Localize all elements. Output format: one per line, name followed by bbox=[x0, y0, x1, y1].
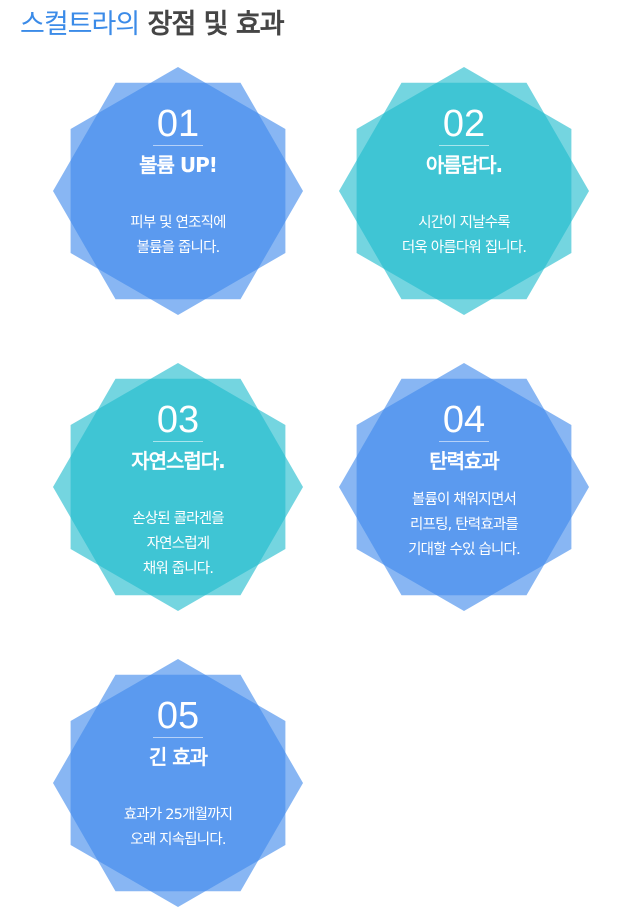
description-line: 기대할 수있 습니다. bbox=[408, 542, 521, 558]
divider bbox=[153, 441, 203, 442]
hexagon-star-shape bbox=[53, 659, 303, 907]
card-number: 03 bbox=[156, 399, 200, 441]
description-line: 볼륨을 줍니다. bbox=[136, 240, 221, 256]
description-line: 피부 및 연조직에 bbox=[130, 215, 226, 231]
card-title: 아름답다. bbox=[425, 153, 503, 177]
hexagon-flat bbox=[339, 378, 589, 596]
hexagon-star-shape bbox=[53, 67, 303, 315]
divider bbox=[153, 737, 203, 738]
hexagon-star-shape bbox=[339, 363, 589, 611]
hexagon-flat bbox=[53, 378, 303, 596]
hexagon-flat bbox=[53, 82, 303, 300]
card-number: 04 bbox=[442, 399, 486, 441]
description-line: 자연스럽게 bbox=[146, 536, 211, 552]
description-line: 볼륨이 채워지면서 bbox=[411, 492, 517, 508]
divider bbox=[439, 145, 489, 146]
card-title: 자연스럽다. bbox=[131, 449, 226, 473]
card-title: 볼륨 UP! bbox=[139, 153, 218, 177]
description-line: 채워 줍니다. bbox=[142, 561, 214, 577]
card-number: 05 bbox=[156, 695, 200, 737]
description-line: 손상된 콜라겐을 bbox=[132, 511, 224, 527]
divider bbox=[153, 145, 203, 146]
heading-rest: 장점 및 효과 bbox=[139, 9, 285, 40]
card-title: 긴 효과 bbox=[148, 745, 208, 769]
hexagon-star-shape bbox=[339, 67, 589, 315]
description-line: 오래 지속됩니다. bbox=[130, 832, 226, 848]
page-heading: 스컬트라의 장점 및 효과 bbox=[20, 2, 285, 41]
hexagon-star-shape bbox=[53, 363, 303, 611]
description-line: 리프팅, 탄력효과를 bbox=[410, 517, 519, 533]
card-number: 02 bbox=[442, 103, 486, 145]
description-line: 더욱 아름다워 집니다. bbox=[401, 240, 527, 256]
description-line: 효과가 25개월까지 bbox=[123, 807, 233, 823]
card-number: 01 bbox=[156, 103, 200, 145]
heading-highlight: 스컬트라의 bbox=[20, 9, 140, 40]
card-title: 탄력효과 bbox=[429, 449, 500, 473]
description-line: 시간이 지날수록 bbox=[418, 215, 510, 231]
hexagon-flat bbox=[53, 674, 303, 892]
divider bbox=[439, 441, 489, 442]
hexagon-flat bbox=[339, 82, 589, 300]
